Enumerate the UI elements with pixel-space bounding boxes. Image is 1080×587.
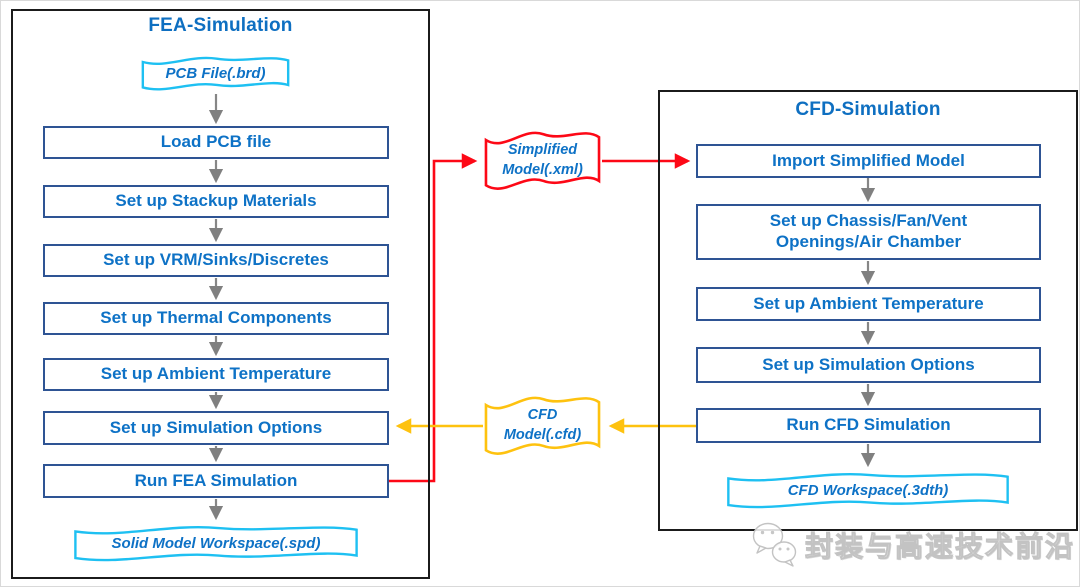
cfd-model-label: CFD Model(.cfd) [503, 406, 582, 443]
fea-step-thermal-components: Set up Thermal Components [43, 302, 389, 335]
watermark: 封装与高速技术前沿 [749, 516, 1079, 574]
simplified-model-label: Simplified Model(.xml) [502, 141, 583, 178]
cfd-workspace-label: CFD Workspace(.3dth) [787, 481, 949, 499]
cfd-step-simulation-options: Set up Simulation Options [696, 347, 1041, 383]
solid-model-workspace-label: Solid Model Workspace(.spd) [111, 534, 321, 552]
fea-step-run-simulation: Run FEA Simulation [43, 464, 389, 498]
solid-model-workspace-shape: Solid Model Workspace(.spd) [68, 522, 364, 565]
watermark-text: 封装与高速技术前沿 [804, 531, 1076, 563]
cfd-panel-title: CFD-Simulation [795, 99, 941, 120]
fea-step-vrm-sinks-discretes: Set up VRM/Sinks/Discretes [43, 244, 389, 277]
fea-panel: FEA-Simulation [11, 9, 430, 579]
cfd-step-run-simulation: Run CFD Simulation [696, 408, 1041, 443]
fea-step-load-pcb: Load PCB file [43, 126, 389, 159]
fea-panel-title: FEA-Simulation [148, 15, 293, 36]
cfd-workspace-shape: CFD Workspace(.3dth) [721, 469, 1015, 512]
fea-step-simulation-options: Set up Simulation Options [43, 411, 389, 445]
cfd-step-import-model: Import Simplified Model [696, 144, 1041, 178]
cfd-step-chassis-fan-vent: Set up Chassis/Fan/Vent Openings/Air Cha… [696, 204, 1041, 260]
cfd-model-shape: CFD Model(.cfd) [483, 389, 602, 462]
fea-step-stackup-materials: Set up Stackup Materials [43, 185, 389, 218]
fea-step-ambient-temperature: Set up Ambient Temperature [43, 358, 389, 391]
cfd-step-ambient-temperature: Set up Ambient Temperature [696, 287, 1041, 321]
pcb-file-label: PCB File(.brd) [165, 64, 266, 82]
cfd-panel: CFD-Simulation [658, 90, 1078, 531]
wechat-icon [752, 522, 797, 567]
pcb-file-shape: PCB File(.brd) [139, 53, 292, 94]
simplified-model-shape: Simplified Model(.xml) [483, 124, 602, 197]
